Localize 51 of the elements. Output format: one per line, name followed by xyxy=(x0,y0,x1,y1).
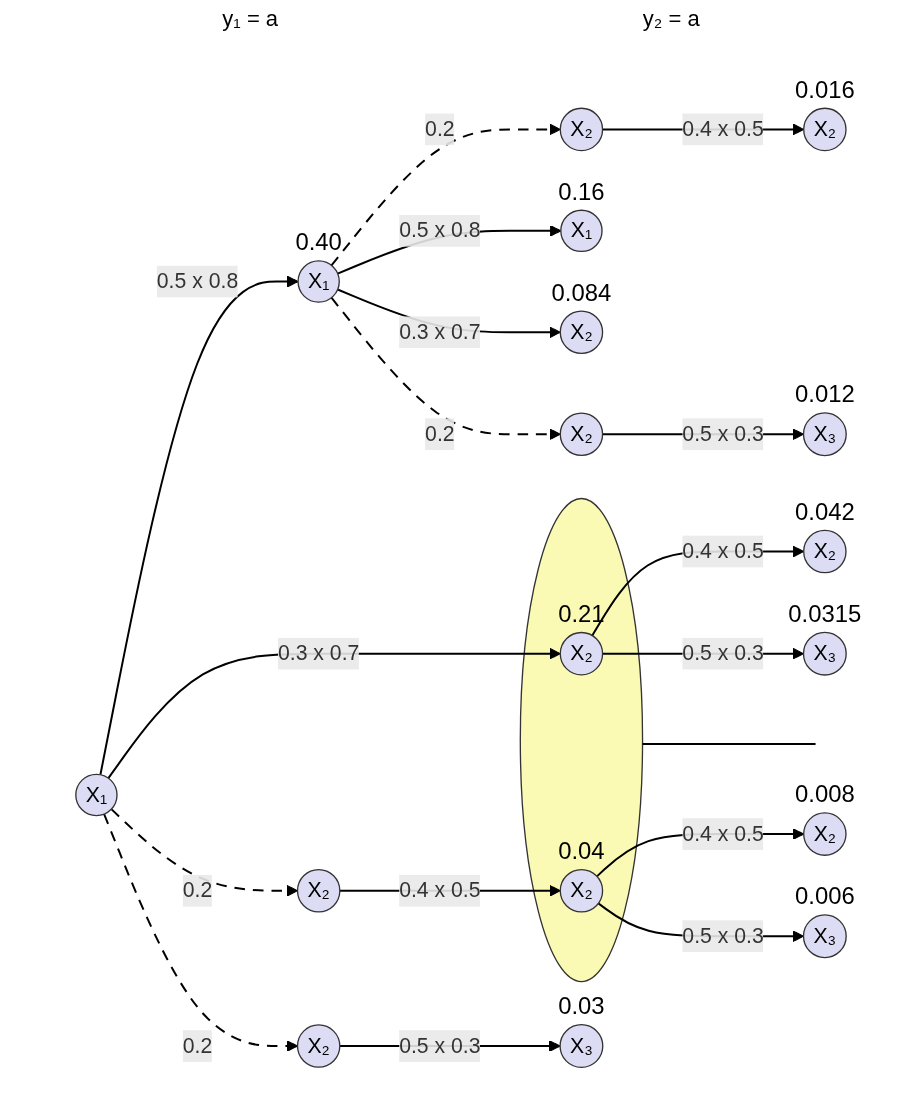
state-circle: X₂ xyxy=(559,310,604,355)
state-circle: X₃ xyxy=(802,631,847,676)
edge-label: 0.4 x 0.5 xyxy=(399,878,481,902)
edge-label: 0.5 x 0.3 xyxy=(682,924,764,947)
state-circle: X₃ xyxy=(802,412,847,457)
arrow xyxy=(330,123,561,267)
arrow xyxy=(330,296,561,441)
state-circle: X₂ xyxy=(559,107,604,152)
edge-label: 0.4 x 0.5 xyxy=(682,539,764,563)
edge-label: 0.4 x 0.5 xyxy=(682,117,764,141)
edge-label: 0.3 x 0.7 xyxy=(277,641,360,665)
probability-value: 0.016 xyxy=(795,75,855,103)
state-circle: X₁ xyxy=(297,260,340,303)
state-circle: X₂ xyxy=(296,868,341,913)
probability-value: 0.008 xyxy=(795,780,855,808)
column-heading: y₂ = a xyxy=(642,6,700,32)
edge-label: 0.3 x 0.7 xyxy=(399,320,481,343)
state-circle: X₂ xyxy=(559,631,604,676)
edge-label: 0.5 x 0.8 xyxy=(399,218,481,242)
connector xyxy=(641,742,817,745)
edge-label: 0.5 x 0.3 xyxy=(399,1034,481,1057)
probability-value: 0.012 xyxy=(795,380,855,408)
state-circle: X₃ xyxy=(802,914,847,959)
edge-label: 0.2 xyxy=(182,1034,213,1057)
state-circle: X₂ xyxy=(296,1024,341,1068)
state-circle: X₂ xyxy=(803,107,847,152)
edge-label: 0.4 x 0.5 xyxy=(682,822,764,845)
probability-value: 0.16 xyxy=(558,177,605,205)
state-circle: X₁ xyxy=(75,773,118,817)
probability-value: 0.042 xyxy=(795,497,855,525)
probability-value: 0.084 xyxy=(551,278,612,306)
probability-value: 0.21 xyxy=(558,599,605,627)
edge-label: 0.5 x 0.3 xyxy=(682,641,764,665)
probability-value: 0.03 xyxy=(558,992,605,1020)
state-circle: X₂ xyxy=(559,412,604,457)
state-circle: X₂ xyxy=(803,529,847,574)
probability-value: 0.40 xyxy=(295,228,342,256)
edge-label: 0.2 xyxy=(182,878,213,902)
arrow xyxy=(99,275,299,776)
probability-value: 0.0315 xyxy=(788,599,862,627)
edge-label: 0.5 x 0.8 xyxy=(156,269,239,293)
edge-label: 0.2 xyxy=(425,117,455,141)
column-heading: y₁ = a xyxy=(222,6,279,32)
probability-value: 0.04 xyxy=(558,837,605,864)
state-circle: X₁ xyxy=(560,209,603,253)
state-circle: X₃ xyxy=(559,1024,604,1069)
state-circle: X₂ xyxy=(803,812,847,856)
edge-label: 0.2 xyxy=(425,422,455,445)
probability-value: 0.006 xyxy=(795,882,855,910)
state-circle: X₂ xyxy=(559,868,604,913)
edge-label: 0.5 x 0.3 xyxy=(682,422,764,445)
